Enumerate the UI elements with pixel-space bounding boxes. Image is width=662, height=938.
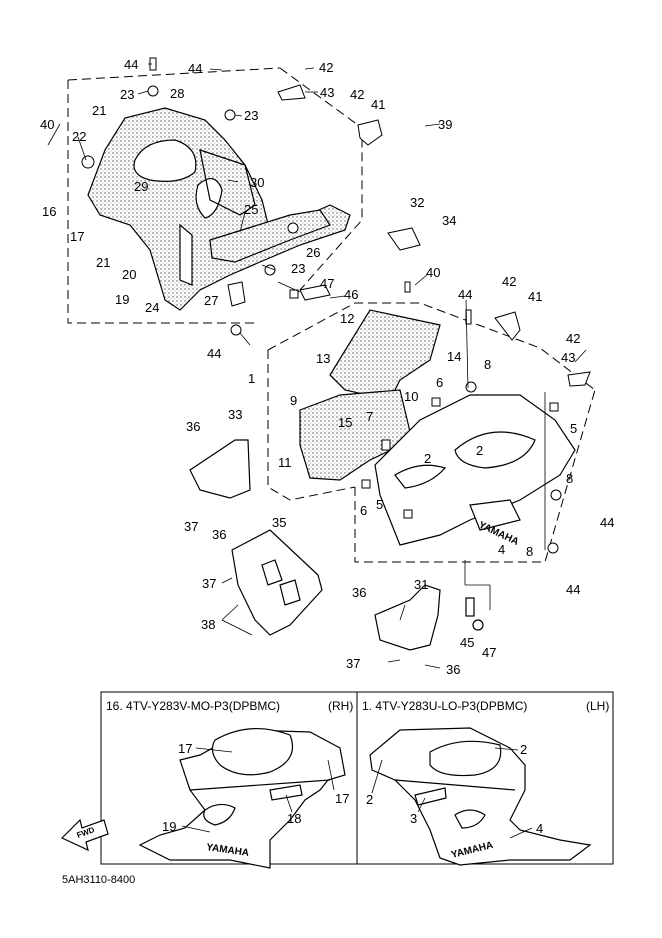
rh-callout-18: 18	[287, 811, 302, 826]
callout-8-b: 8	[566, 471, 574, 486]
callout-44-bottom: 44	[566, 582, 581, 597]
upper-hardware	[81, 57, 421, 336]
callout-37-b: 37	[202, 576, 217, 591]
callout-5-b: 5	[376, 497, 384, 512]
callout-19: 19	[115, 292, 130, 307]
callout-16: 16	[42, 204, 57, 219]
callout-29: 29	[134, 179, 149, 194]
callout-33: 33	[228, 407, 243, 422]
diagram-code: 5AH3110-8400	[62, 874, 136, 886]
callout-39: 39	[438, 117, 453, 132]
callout-7: 7	[366, 409, 374, 424]
callout-36-d: 36	[446, 662, 461, 677]
group-16-boundary	[67, 67, 363, 324]
callout-27: 27	[204, 293, 219, 308]
callout-34: 34	[442, 213, 457, 228]
callout-44-right: 44	[600, 515, 615, 530]
callout-38: 38	[201, 617, 216, 632]
lower-hardware	[361, 281, 591, 554]
callout-23-a: 23	[120, 87, 135, 102]
callout-8-c: 8	[526, 544, 534, 559]
group-1-boundary	[267, 302, 596, 563]
upper-cowling-drawing	[87, 107, 351, 311]
callout-22: 22	[72, 129, 87, 144]
lh-callout-2-b: 2	[366, 792, 374, 807]
callout-21-a: 21	[92, 103, 107, 118]
rh-box-title: 16. 4TV-Y283V-MO-P3(DPBMC)	[106, 699, 281, 713]
callout-1: 1	[248, 371, 256, 386]
callout-36-b: 36	[212, 527, 227, 542]
callout-37-a: 37	[184, 519, 199, 534]
fwd-arrow-icon: FWD	[60, 818, 109, 852]
callout-21-b: 21	[96, 255, 111, 270]
callout-4: 4	[498, 542, 506, 557]
callout-44-top-a: 44	[124, 57, 139, 72]
lh-callout-3: 3	[410, 811, 418, 826]
lh-box-title: 1. 4TV-Y283U-LO-P3(DPBMC)	[362, 699, 528, 713]
callout-42-d: 42	[566, 331, 581, 346]
callout-6-b: 6	[360, 503, 368, 518]
callout-12: 12	[340, 311, 355, 326]
callout-2-b: 2	[476, 443, 484, 458]
callout-28: 28	[170, 86, 185, 101]
rh-callout-19: 19	[162, 819, 177, 834]
leader-lines	[47, 63, 587, 669]
callout-47-a: 47	[320, 276, 335, 291]
callout-9: 9	[290, 393, 298, 408]
callout-17: 17	[70, 229, 85, 244]
callout-40-a: 40	[40, 117, 55, 132]
lh-box-side: (LH)	[586, 699, 610, 713]
lh-callout-4: 4	[536, 821, 544, 836]
callout-35: 35	[272, 515, 287, 530]
callout-44-top-b: 44	[188, 61, 203, 76]
callout-2-a: 2	[424, 451, 432, 466]
callout-15: 15	[338, 415, 353, 430]
callout-25: 25	[244, 202, 259, 217]
lh-callout-2-a: 2	[520, 742, 528, 757]
callout-44-c: 44	[207, 346, 222, 361]
callout-36-a: 36	[186, 419, 201, 434]
callout-5-a: 5	[570, 421, 578, 436]
callout-42-c: 42	[502, 274, 517, 289]
callout-41-a: 41	[371, 97, 386, 112]
callout-30: 30	[250, 175, 265, 190]
side-panels	[189, 439, 484, 651]
detail-leader-lines	[181, 747, 533, 839]
callout-23-c: 23	[291, 261, 306, 276]
lower-cowling-drawing	[299, 309, 576, 546]
callout-42-b: 42	[350, 87, 365, 102]
callout-11: 11	[278, 455, 292, 470]
callout-32: 32	[410, 195, 425, 210]
callout-20: 20	[122, 267, 137, 282]
callout-37-c: 37	[346, 656, 361, 671]
callout-10: 10	[404, 389, 419, 404]
callout-13: 13	[316, 351, 331, 366]
callout-41-b: 41	[528, 289, 543, 304]
callout-40-b: 40	[426, 265, 441, 280]
callout-23-b: 23	[244, 108, 259, 123]
rh-callout-17-a: 17	[178, 741, 193, 756]
callout-6-a: 6	[436, 375, 444, 390]
callout-42-top: 42	[319, 60, 334, 75]
lh-cowl-drawing	[369, 727, 592, 866]
callout-45: 45	[460, 635, 475, 650]
callout-8-a: 8	[484, 357, 492, 372]
callout-36-c: 36	[352, 585, 367, 600]
rh-callout-17-b: 17	[335, 791, 350, 806]
callout-14: 14	[447, 349, 462, 364]
callout-26: 26	[306, 245, 321, 260]
callout-46: 46	[344, 287, 359, 302]
callout-31: 31	[414, 577, 429, 592]
callout-43-b: 43	[561, 350, 576, 365]
rh-cowl-drawing	[138, 727, 346, 869]
callout-43-top: 43	[320, 85, 335, 100]
callout-44-mid: 44	[458, 287, 473, 302]
callout-47-b: 47	[482, 645, 497, 660]
callout-24: 24	[145, 300, 160, 315]
rh-box-side: (RH)	[328, 699, 354, 713]
